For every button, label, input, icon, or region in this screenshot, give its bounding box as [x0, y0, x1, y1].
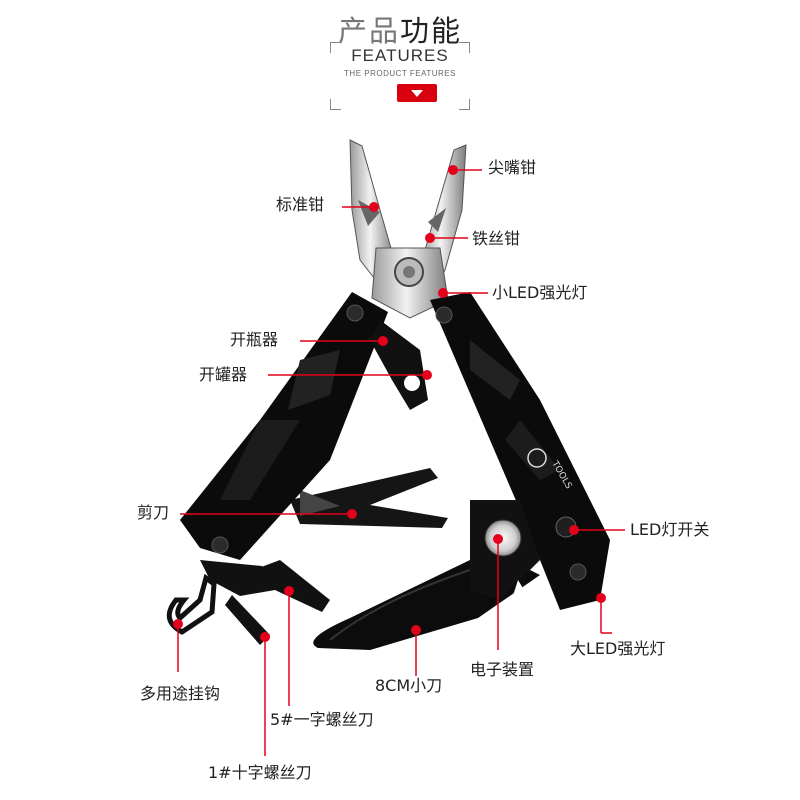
- lower-tools: [166, 560, 330, 645]
- label-large-led: 大LED强光灯: [570, 639, 666, 658]
- left-handle: [180, 292, 388, 560]
- features-heading: FEATURES: [351, 46, 449, 65]
- plier-jaws: [349, 139, 467, 319]
- electronic-module: [470, 500, 540, 616]
- label-needle-nose: 尖嘴钳: [488, 158, 537, 177]
- features-subtitle: THE PRODUCT FEATURES: [344, 69, 456, 78]
- page-title: 产品功能: [337, 14, 463, 48]
- features-header: 产品功能 FEATURES THE PRODUCT FEATURES: [0, 0, 800, 120]
- label-knife: 8CM小刀: [375, 676, 443, 695]
- label-flat-screwdriver: 5#一字螺丝刀: [270, 710, 374, 729]
- title-frame: [330, 42, 470, 110]
- marker-dots: [173, 165, 606, 642]
- label-electronic: 电子装置: [470, 660, 535, 679]
- label-wire-cutter: 铁丝钳: [472, 229, 521, 248]
- label-bottle-opener: 开瓶器: [230, 330, 279, 349]
- chevron-down-icon[interactable]: [397, 84, 437, 102]
- label-led-switch: LED灯开关: [630, 520, 710, 539]
- label-can-opener: 开罐器: [199, 365, 248, 384]
- label-scissors: 剪刀: [137, 503, 170, 522]
- label-carabiner: 多用途挂钩: [140, 684, 221, 703]
- openers: [370, 320, 428, 410]
- label-phillips-screwdriver: 1#十字螺丝刀: [208, 763, 312, 782]
- label-standard-pliers: 标准钳: [276, 195, 325, 214]
- scissors: [290, 468, 448, 528]
- label-small-led: 小LED强光灯: [492, 283, 588, 302]
- leader-lines: [177, 169, 625, 756]
